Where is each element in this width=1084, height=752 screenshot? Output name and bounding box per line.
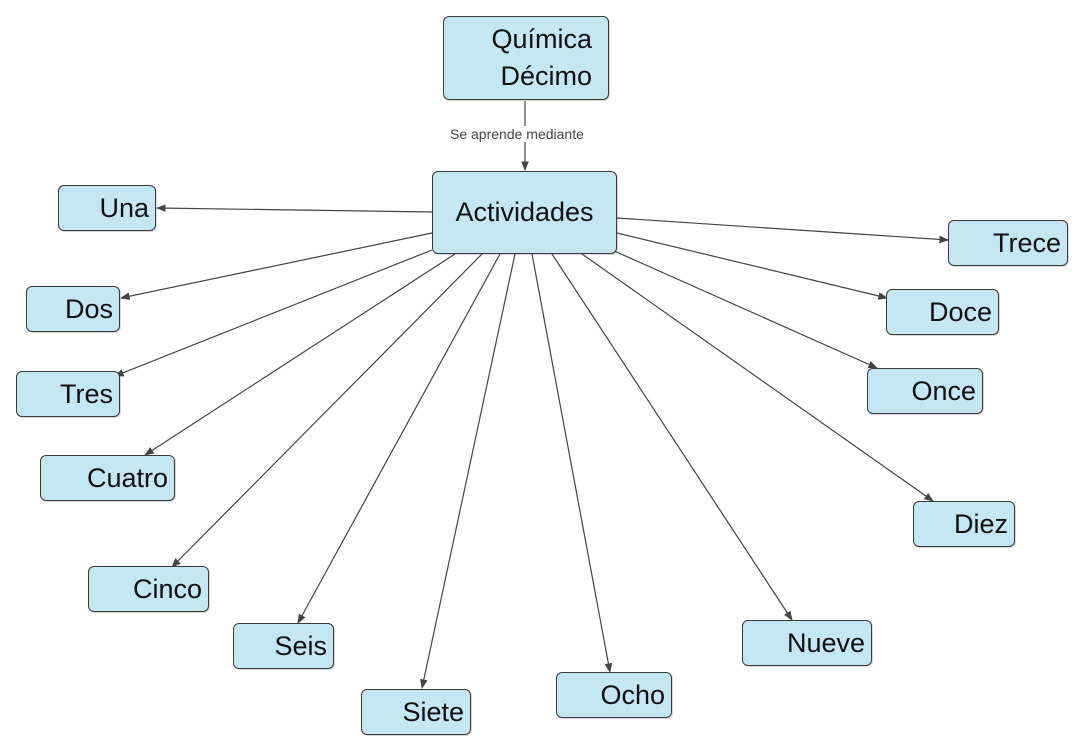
node-label: Once <box>911 375 976 406</box>
edge-seis <box>297 253 501 624</box>
node-seis[interactable]: Seis <box>233 623 334 669</box>
node-diez[interactable]: Diez <box>913 501 1015 547</box>
node-label: Ocho <box>600 679 665 710</box>
root-line-1: Química <box>491 24 592 54</box>
edge-diez <box>581 253 934 502</box>
edge-trece <box>616 217 949 244</box>
node-label: Cinco <box>132 573 202 604</box>
node-doce[interactable]: Doce <box>886 289 999 335</box>
edge-tres <box>114 249 433 377</box>
node-label: Cuatro <box>86 462 168 493</box>
node-dos[interactable]: Dos <box>26 286 120 332</box>
node-label: Diez <box>953 508 1008 539</box>
edge-doce <box>616 232 888 300</box>
node-trece[interactable]: Trece <box>948 220 1068 266</box>
node-siete[interactable]: Siete <box>361 689 471 735</box>
node-label: Tres <box>60 378 113 409</box>
edge-cuatro <box>144 253 456 456</box>
node-label: Seis <box>274 630 327 661</box>
edge-dos <box>120 232 433 300</box>
link-label: Se aprende mediante <box>448 126 586 142</box>
node-label: Una <box>99 192 149 223</box>
center-label: Actividades <box>455 197 594 227</box>
node-label: Trece <box>992 227 1061 258</box>
node-cuatro[interactable]: Cuatro <box>40 455 175 501</box>
edge-cinco <box>171 253 483 568</box>
node-once[interactable]: Once <box>867 368 983 414</box>
root-node-quimica-decimo[interactable]: Química Décimo <box>443 16 609 100</box>
node-una[interactable]: Una <box>58 185 156 231</box>
root-line-2: Décimo <box>500 61 592 91</box>
edge-una <box>156 204 433 213</box>
node-label: Nueve <box>786 627 865 658</box>
edge-nueve <box>551 253 793 621</box>
node-nueve[interactable]: Nueve <box>742 620 872 666</box>
edge-once <box>611 249 878 369</box>
edge-siete <box>420 253 516 689</box>
node-label: Dos <box>64 293 113 324</box>
node-tres[interactable]: Tres <box>16 371 120 417</box>
node-label: Doce <box>928 296 992 327</box>
node-label: Siete <box>402 696 464 727</box>
node-cinco[interactable]: Cinco <box>88 566 209 612</box>
edge-ocho <box>531 253 613 673</box>
center-node-actividades[interactable]: Actividades <box>432 171 617 254</box>
node-ocho[interactable]: Ocho <box>556 672 672 718</box>
